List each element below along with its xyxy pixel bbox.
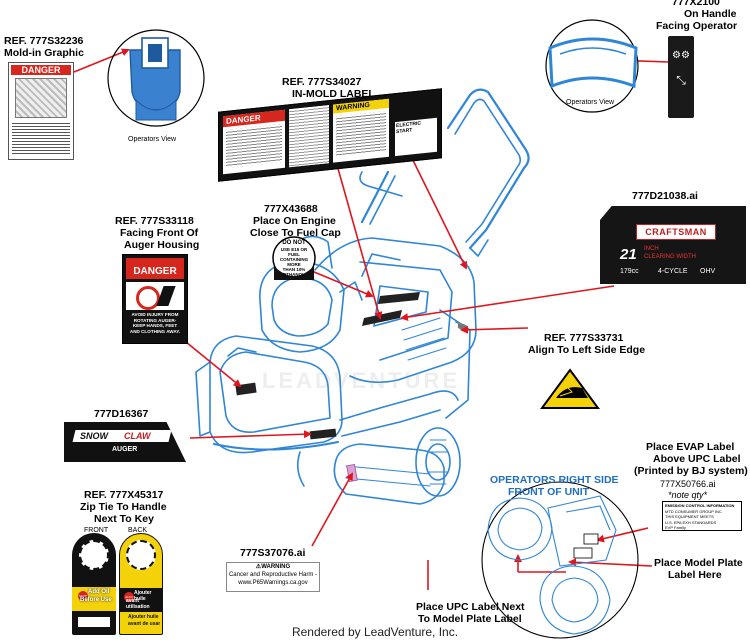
oil-back-text1: Ajouter huile <box>134 590 152 602</box>
zip-tie-line2: Next To Key <box>94 513 154 525</box>
handle-line1: On Handle <box>684 8 737 20</box>
upc-spot <box>573 547 593 559</box>
craftsman-size: 21 <box>620 246 637 263</box>
fuel-sticker-l4: THAN 10% ETHANOL <box>282 267 306 277</box>
auger-housing-line1: Facing Front Of <box>120 227 199 239</box>
zip-tie-line1: Zip Tie To Handle <box>80 501 167 513</box>
mold-in-danger-sticker: DANGER <box>8 62 74 160</box>
handle-line2: Facing Operator <box>656 20 738 32</box>
fuel-sticker-l1: DO NOT <box>282 240 306 246</box>
craftsman-ohv: OHV <box>700 268 716 275</box>
craftsman-size-unit: INCH <box>644 246 659 252</box>
prop65-line1: Cancer and Reproductive Harm - <box>228 572 318 578</box>
mold-in-pictogram <box>15 78 67 118</box>
zip-tie-ref: REF. 777X45317 <box>84 489 164 501</box>
zip-tie-front: FRONT <box>84 527 109 534</box>
auger-danger-l2: ROTATING AUGER- <box>133 317 177 323</box>
evap-sticker: EMISSION CONTROL INFORMATION MTD CONSUME… <box>662 501 742 531</box>
footer-credit: Rendered by LeadVenture, Inc. <box>291 625 459 639</box>
auger-housing-line2: Auger Housing <box>124 239 200 251</box>
zip-tie-back: BACK <box>128 527 148 534</box>
evap-line3: (Printed by BJ system) <box>634 465 748 477</box>
handle-sticker-icons: ⚙⚙ <box>672 50 690 61</box>
prop65-title: ⚠WARNING <box>255 564 291 570</box>
fuel-ref: 777X43688 <box>264 203 318 215</box>
auger-danger-l1: AVOID INJURY FROM <box>131 312 179 317</box>
model-plate-line1: Place Model Plate <box>654 557 743 569</box>
evap-sticker-l2: MTD CONSUMER GROUP INC <box>665 508 722 514</box>
fuel-sticker <box>272 236 316 280</box>
evap-spot <box>583 533 599 545</box>
caution-hand-label <box>540 368 600 409</box>
auger-danger-sticker: DANGER AVOID INJURY FROM ROTATING AUGER-… <box>122 254 188 344</box>
prop65-title-text: WARNING <box>261 564 291 570</box>
auger-housing-ref: REF. 777S33118 <box>115 215 194 227</box>
craftsman-cc: 179cc <box>620 268 639 275</box>
model-plate-line2: Label Here <box>668 569 722 581</box>
handle-view <box>545 19 639 113</box>
fuel-sticker-text: DO NOT USE E15 OR FUEL CONTAINING MORE T… <box>276 240 312 277</box>
mold-in-view-caption: Operators View <box>128 136 177 143</box>
oil-alto-icon: ALTO <box>124 592 134 602</box>
snow-claw-file: 777D16367 <box>94 408 149 420</box>
left-edge-desc: Align To Left Side Edge <box>528 344 646 356</box>
oil-back-text2: avant utilisation <box>126 598 150 610</box>
auger-danger-l3: KEEP HANDS, FEET <box>132 323 178 329</box>
handle-sticker: ⚙⚙ ⤡ <box>668 36 694 118</box>
auger-danger-title: DANGER <box>126 258 184 279</box>
auger-danger-pictogram <box>126 282 184 310</box>
handle-view-caption: Operators View <box>566 99 615 106</box>
upc-line1: Place UPC Label Next <box>416 601 525 613</box>
fuel-sticker-l3: CONTAINING MORE <box>279 257 309 267</box>
left-edge-ref: REF. 777S33731 <box>544 332 624 344</box>
craftsman-cycle: 4-CYCLE <box>658 268 688 275</box>
oil-tag-back: ALTO Ajouter huile avant utilisation Ajo… <box>119 533 163 635</box>
prop65-line2: www.P65Warnings.ca.gov <box>238 580 308 586</box>
snow-claw-decal: SNOW CLAW AUGER <box>64 422 186 462</box>
mold-in-desc: Mold-in Graphic <box>4 47 84 59</box>
evap-line2: Above UPC Label <box>653 453 741 465</box>
evap-sticker-l5: EVP Family <box>665 525 686 531</box>
evap-line1: Place EVAP Label <box>646 441 735 453</box>
mold-in-sticker-title: DANGER <box>11 65 71 75</box>
craftsman-decal: CRAFTSMAN 21 INCH CLEARING WIDTH 179cc 4… <box>600 206 746 284</box>
mold-in-view <box>107 29 205 127</box>
brand-file: 777D21038.ai <box>632 190 698 202</box>
craftsman-name: CRAFTSMAN <box>645 227 707 237</box>
craftsman-size-desc: CLEARING WIDTH <box>644 254 697 260</box>
oil-front-text1: Add Oil <box>88 589 110 595</box>
mold-in-ref: REF. 777S32236 <box>4 35 84 47</box>
snow-claw-word1: SNOW <box>80 431 108 441</box>
prop65-sticker: ⚠WARNING Cancer and Reproductive Harm - … <box>226 562 320 592</box>
auger-danger-l4: AND CLOTHING AWAY. <box>129 328 181 334</box>
oil-front-text2: Before Use <box>80 597 112 603</box>
in-mold-start: ELECTRIC START <box>396 120 421 136</box>
handle-ref: 777X2100 <box>672 0 720 8</box>
fuel-sticker-l2: USE E15 OR FUEL <box>280 247 308 257</box>
in-mold-ref: REF. 777S34027 <box>282 76 362 88</box>
upc-line2: To Model Plate Label <box>418 613 522 625</box>
snow-claw-word2: CLAW <box>124 431 151 441</box>
prop65-file: 777S37076.ai <box>240 547 306 559</box>
operators-side-line1: OPERATORS RIGHT SIDE <box>490 474 619 486</box>
evap-note: *note qty* <box>668 490 708 500</box>
oil-tag-front: STOP Add Oil Before Use <box>72 533 116 635</box>
oil-back-bottom2: avant de usar <box>128 621 161 627</box>
evap-file: 777X50766.ai <box>660 479 716 489</box>
oil-back-bottom1: Ajouter huile <box>128 614 159 620</box>
fuel-line2: Close To Fuel Cap <box>250 227 341 239</box>
evap-sticker-l3: THIS EQUIPMENT MEETS <box>665 514 714 520</box>
oil-stop-icon: STOP <box>78 591 88 601</box>
fuel-line1: Place On Engine <box>253 215 336 227</box>
watermark: LEADVENTURE <box>262 368 461 393</box>
operators-side-line2: FRONT OF UNIT <box>508 486 590 498</box>
snow-claw-sub: AUGER <box>112 446 138 453</box>
operators-side-view <box>481 481 639 639</box>
mold-in-text-block <box>12 121 70 155</box>
evap-sticker-l1: EMISSION CONTROL INFORMATION <box>665 503 735 508</box>
evap-sticker-l4: U.S. EPA EXH STANDARDS <box>665 519 717 525</box>
